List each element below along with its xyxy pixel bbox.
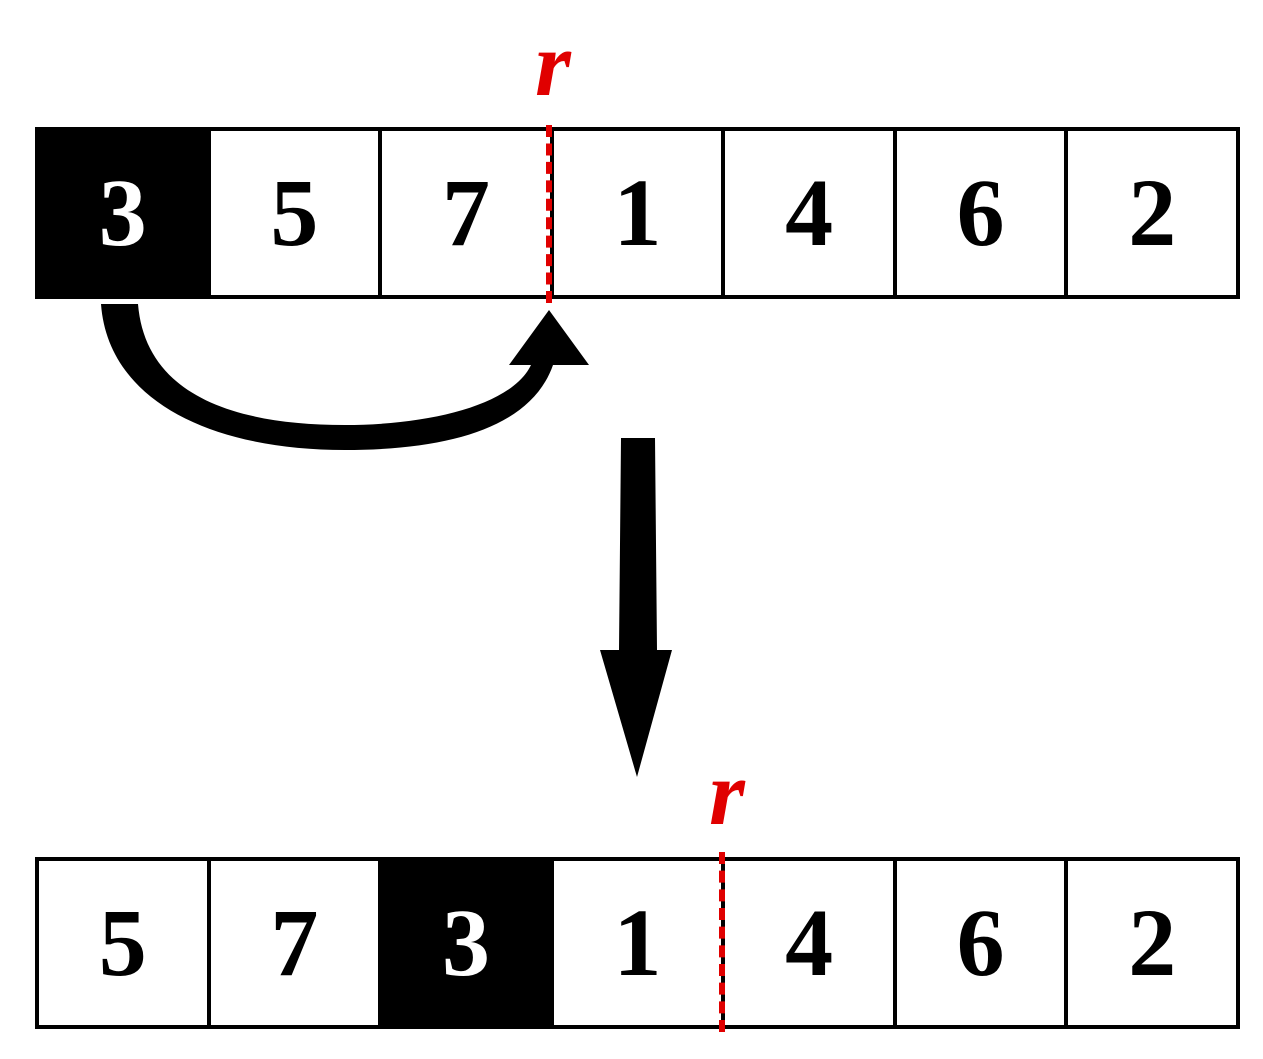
top-marker-line <box>546 125 552 303</box>
bottom-array-row: 5 7 3 1 4 6 2 <box>35 857 1240 1029</box>
bottom-cell-5: 6 <box>896 861 1069 1025</box>
bottom-cell-6: 2 <box>1068 861 1237 1025</box>
top-cell-0: 3 <box>39 131 211 295</box>
bottom-marker-line <box>719 852 725 1032</box>
top-marker-label: r <box>535 13 571 115</box>
bottom-cell-3: 1 <box>553 861 726 1025</box>
bottom-cell-0: 5 <box>39 861 211 1025</box>
top-array-row: 3 5 7 1 4 6 2 <box>35 127 1240 299</box>
curved-move-arrow <box>101 304 589 450</box>
top-cell-5: 6 <box>896 131 1069 295</box>
bottom-marker-label: r <box>709 742 745 844</box>
bottom-cell-2: 3 <box>382 861 554 1025</box>
bottom-cell-1: 7 <box>210 861 383 1025</box>
bottom-cell-4: 4 <box>725 861 897 1025</box>
top-cell-2: 7 <box>382 131 554 295</box>
down-arrow <box>600 438 672 777</box>
top-cell-4: 4 <box>725 131 897 295</box>
top-cell-6: 2 <box>1068 131 1237 295</box>
top-cell-3: 1 <box>553 131 726 295</box>
top-cell-1: 5 <box>210 131 383 295</box>
